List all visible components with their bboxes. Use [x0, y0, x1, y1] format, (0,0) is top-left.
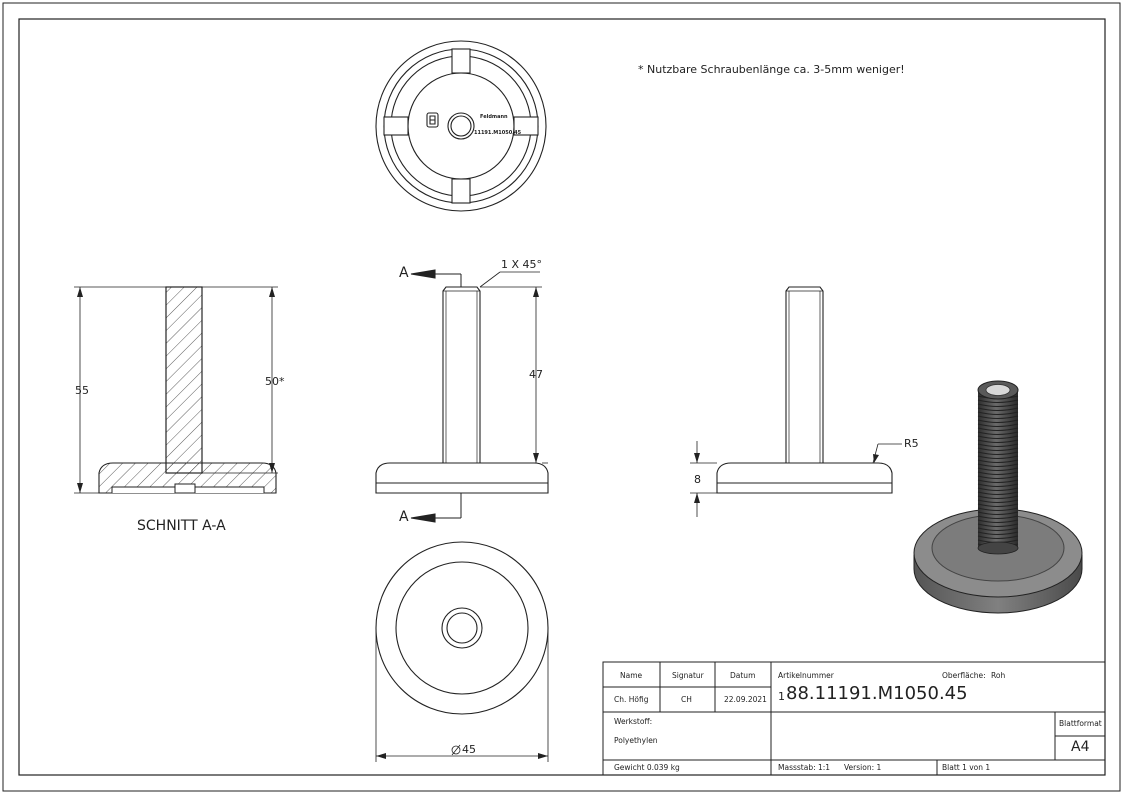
front-view: [375, 269, 549, 523]
artikel-prefix: 1: [778, 690, 785, 703]
section-view: [74, 286, 278, 494]
thread-ridge: [977, 443, 1019, 448]
inner-border: [18, 18, 1106, 776]
thread-ridge: [977, 483, 1019, 488]
dim-r5: R5: [904, 437, 919, 450]
col-signatur-header: Signatur: [672, 671, 704, 680]
datum-value: 22.09.2021: [724, 695, 767, 704]
thread-ridge: [977, 407, 1019, 412]
col-datum-header: Datum: [730, 671, 756, 680]
thread-ridge: [977, 427, 1019, 432]
thread-ridge: [977, 451, 1019, 456]
dim-50: 50*: [265, 375, 285, 388]
artikel-label: Artikelnummer: [778, 671, 834, 680]
thread-ridge: [977, 491, 1019, 496]
thread-ridge: [977, 535, 1019, 540]
thread-ridge: [977, 495, 1019, 500]
thread-ridge: [977, 403, 1019, 408]
thread-ridge: [977, 511, 1019, 516]
thread-ridge: [977, 507, 1019, 512]
thread-ridge: [977, 455, 1019, 460]
title-block: [602, 661, 1106, 776]
thread-ridge: [977, 515, 1019, 520]
version-text: Version: 1: [844, 763, 882, 772]
thread-ridge: [977, 423, 1019, 428]
note-text: * Nutzbare Schraubenlänge ca. 3-5mm weni…: [638, 63, 905, 76]
thread-ridge: [977, 435, 1019, 440]
section-marker-bottom: A: [399, 509, 409, 525]
section-label: SCHNITT A-A: [137, 518, 226, 534]
top-view-engraving-1: Feldmann: [480, 114, 508, 120]
bottom-view: [375, 541, 549, 762]
thread-ridge: [977, 459, 1019, 464]
thread-ridge: [977, 519, 1019, 524]
dim-47: 47: [529, 368, 543, 381]
blattformat-label: Blattformat: [1059, 719, 1102, 728]
thread-ridge: [977, 527, 1019, 532]
isometric-render: [913, 380, 1083, 614]
thread-ridge: [977, 471, 1019, 476]
dim-diameter: 45: [462, 743, 476, 756]
side-view: [690, 286, 902, 517]
dim-chamfer: 1 X 45°: [501, 258, 543, 271]
thread-ridge: [977, 419, 1019, 424]
gewicht-text: Gewicht 0.039 kg: [614, 763, 680, 772]
werkstoff-value: Polyethylen: [614, 736, 658, 745]
name-value: Ch. Höfig: [614, 695, 649, 704]
thread-ridge: [977, 499, 1019, 504]
thread-ridge: [977, 463, 1019, 468]
top-view: [375, 40, 547, 212]
oberflaeche-value: Roh: [991, 671, 1006, 680]
thread-ridge: [977, 411, 1019, 416]
thread-ridge: [977, 431, 1019, 436]
thread-ridge: [977, 523, 1019, 528]
section-marker-top: A: [399, 265, 409, 281]
blattformat-value: A4: [1071, 739, 1090, 755]
col-name-header: Name: [620, 671, 643, 680]
oberflaeche-label: Oberfläche:: [942, 671, 986, 680]
thread-ridge: [977, 415, 1019, 420]
signatur-value: CH: [681, 695, 692, 704]
werkstoff-label: Werkstoff:: [614, 717, 653, 726]
blatt-text: Blatt 1 von 1: [942, 763, 991, 772]
artikel-number: 88.11191.M1050.45: [786, 683, 968, 704]
thread-ridge: [977, 503, 1019, 508]
thread-ridge: [977, 467, 1019, 472]
thread-ridge: [977, 479, 1019, 484]
thread-ridge: [977, 475, 1019, 480]
massstab-text: Massstab: 1:1: [778, 763, 831, 772]
thread-ridge: [977, 531, 1019, 536]
thread-ridge: [977, 487, 1019, 492]
dim-55: 55: [75, 384, 89, 397]
dim-8: 8: [694, 473, 701, 486]
thread-ridge: [977, 399, 1019, 404]
thread-ridge: [977, 447, 1019, 452]
thread-ridge: [977, 439, 1019, 444]
top-view-engraving-2: 11191.M1050.45: [474, 130, 522, 136]
